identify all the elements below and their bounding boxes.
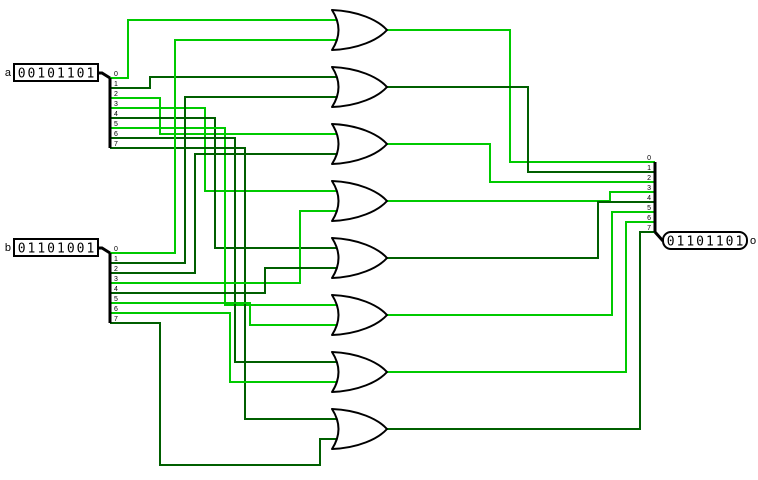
or-gate-0[interactable] — [331, 9, 388, 51]
splitter-b-pin-label: 1 — [114, 256, 118, 263]
or-gate-4[interactable] — [331, 237, 388, 279]
splitter-o-pin-label: 4 — [647, 195, 651, 202]
splitter-a-pin-label: 5 — [114, 121, 118, 128]
wire-high-0[interactable] — [110, 19, 344, 79]
splitter-b-pin-label: 6 — [114, 306, 118, 313]
input-pin-a[interactable] — [13, 63, 99, 82]
splitter-o-pin-label: 5 — [647, 205, 651, 212]
or-gate-2[interactable] — [331, 123, 388, 165]
splitter-a-pin-label: 7 — [114, 141, 118, 148]
splitter-o-pin-label: 1 — [647, 165, 651, 172]
wire-high-14[interactable] — [110, 312, 344, 383]
wire-low-9[interactable] — [110, 96, 344, 264]
wire-high-3[interactable] — [110, 107, 344, 192]
splitter-o-pin-label: 6 — [647, 215, 651, 222]
wire-low-17[interactable] — [387, 86, 655, 173]
wire-high-5[interactable] — [110, 127, 344, 306]
wire-high-19[interactable] — [387, 191, 655, 202]
output-label-o: o — [750, 235, 756, 247]
splitter-stem-b — [98, 246, 111, 255]
wire-high-8[interactable] — [110, 39, 344, 254]
splitter-o-pin-label: 2 — [647, 175, 651, 182]
wire-low-23[interactable] — [387, 231, 655, 430]
splitter-a-pin-label: 2 — [114, 91, 118, 98]
output-pin-o[interactable] — [662, 231, 748, 250]
splitter-b-pin-label: 7 — [114, 316, 118, 323]
wire-low-4[interactable] — [110, 117, 344, 249]
splitter-stem-o — [653, 231, 665, 242]
splitter-stem-a — [98, 71, 111, 80]
splitter-b-pin-label: 0 — [114, 246, 118, 253]
output-value-o: 01101101 — [667, 235, 746, 250]
wire-low-1[interactable] — [110, 76, 344, 89]
splitter-a-pin-label: 1 — [114, 81, 118, 88]
splitter-o-pin-label: 7 — [647, 225, 651, 232]
splitter-o-pin-label: 0 — [647, 155, 651, 162]
wire-low-20[interactable] — [387, 201, 655, 259]
splitter-a-pin-label: 3 — [114, 101, 118, 108]
or-gate-5[interactable] — [331, 294, 388, 336]
input-value-a[interactable]: 00101101 — [18, 67, 97, 82]
wire-high-16[interactable] — [387, 29, 655, 163]
input-label-b: b — [5, 242, 11, 254]
splitter-a-pin-label: 0 — [114, 71, 118, 78]
wire-high-18[interactable] — [387, 143, 655, 183]
wire-low-6[interactable] — [110, 137, 344, 363]
or-gate-1[interactable] — [331, 66, 388, 108]
wire-high-11[interactable] — [110, 210, 344, 284]
or-gate-6[interactable] — [331, 351, 388, 393]
splitter-b-pin-label: 2 — [114, 266, 118, 273]
splitter-a-pin-label: 6 — [114, 131, 118, 138]
input-pin-b[interactable] — [13, 238, 99, 257]
splitter-a-pin-label: 4 — [114, 111, 118, 118]
input-value-b[interactable]: 01101001 — [18, 242, 97, 257]
wire-high-21[interactable] — [387, 211, 655, 316]
or-gate-3[interactable] — [331, 180, 388, 222]
wire-high-13[interactable] — [110, 302, 344, 326]
wire-high-22[interactable] — [387, 221, 655, 373]
or-gate-7[interactable] — [331, 408, 388, 450]
splitter-b-pin-label: 4 — [114, 286, 118, 293]
wire-low-10[interactable] — [110, 153, 344, 274]
wire-high-2[interactable] — [110, 97, 344, 135]
wire-low-15[interactable] — [110, 322, 344, 466]
wire-low-12[interactable] — [110, 267, 344, 294]
input-label-a: a — [5, 67, 12, 79]
splitter-b-pin-label: 3 — [114, 276, 118, 283]
splitter-o-pin-label: 3 — [647, 185, 651, 192]
splitter-b-pin-label: 5 — [114, 296, 118, 303]
